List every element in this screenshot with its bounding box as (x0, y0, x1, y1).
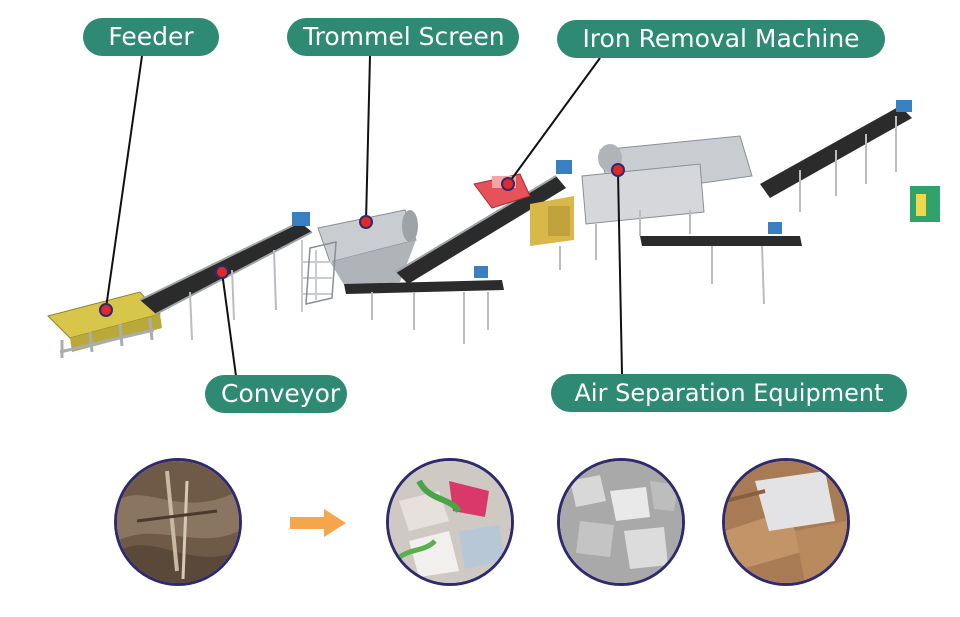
air-separation-unit (530, 135, 753, 270)
arrow-right-icon (290, 509, 346, 537)
marker-air (611, 163, 625, 177)
conveyor-4 (640, 222, 802, 305)
markers (99, 163, 625, 317)
baler-machine (910, 186, 940, 222)
label-air-separation-equipment: Air Separation Equipment (551, 374, 907, 412)
thumb-mixed-waste (386, 458, 514, 586)
leader-lines (105, 55, 623, 377)
label-iron-removal-machine: Iron Removal Machine (557, 20, 885, 58)
thumb-cardboard (722, 458, 850, 586)
marker-iron (501, 177, 515, 191)
marker-conveyor (215, 265, 229, 279)
thumb-rubble (557, 458, 685, 586)
label-conveyor: Conveyor (205, 375, 347, 413)
trommel-machine (301, 209, 418, 312)
thumb-raw-waste (114, 458, 242, 586)
conveyor-3 (395, 175, 566, 284)
conveyor-5 (760, 100, 912, 212)
marker-trommel (359, 215, 373, 229)
label-feeder: Feeder (83, 18, 219, 56)
label-trommel-screen: Trommel Screen (287, 18, 519, 56)
conveyor-2 (344, 266, 504, 344)
marker-feeder (99, 303, 113, 317)
